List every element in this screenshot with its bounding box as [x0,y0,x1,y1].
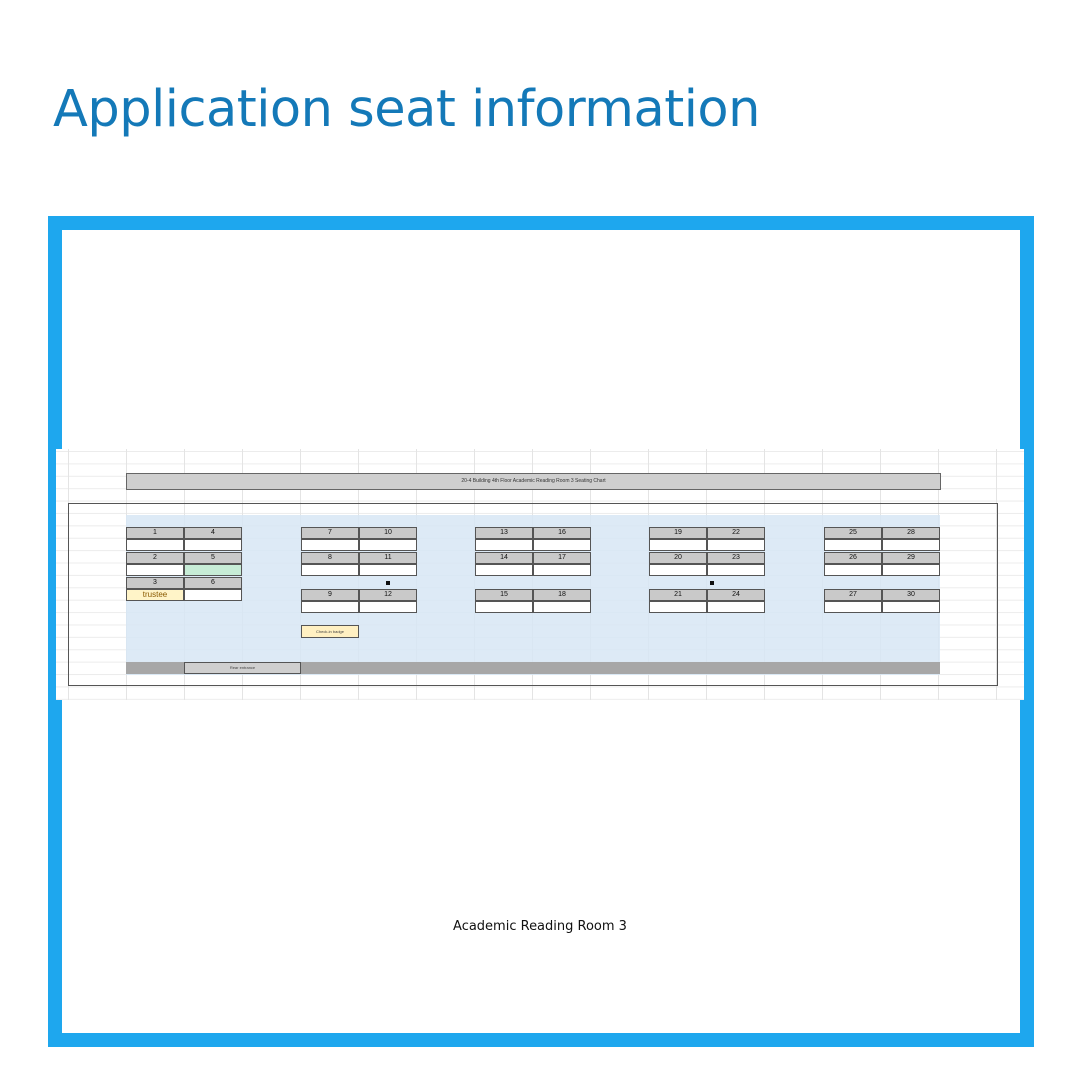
seat-1[interactable] [126,539,184,551]
seat-24[interactable] [707,601,765,613]
seat-27[interactable] [824,601,882,613]
seat-11[interactable] [359,564,417,576]
seat-number-3: 3 [126,577,184,589]
seat-number-8: 8 [301,552,359,564]
seat-number-29: 29 [882,552,940,564]
seat-13[interactable] [475,539,533,551]
seat-21[interactable] [649,601,707,613]
wall-strip [126,662,940,674]
seat-number-28: 28 [882,527,940,539]
seat-29[interactable] [882,564,940,576]
seat-7[interactable] [301,539,359,551]
seat-18[interactable] [533,601,591,613]
seat-number-22: 22 [707,527,765,539]
seat-number-4: 4 [184,527,242,539]
seat-10[interactable] [359,539,417,551]
seat-number-27: 27 [824,589,882,601]
room-caption[interactable]: Academic Reading Room 3 [453,919,627,934]
seat-15[interactable] [475,601,533,613]
seat-number-15: 15 [475,589,533,601]
room-border [68,503,998,686]
seat-number-12: 12 [359,589,417,601]
seat-30[interactable] [882,601,940,613]
seat-6[interactable] [184,589,242,601]
seat-number-2: 2 [126,552,184,564]
seat-number-30: 30 [882,589,940,601]
seat-number-20: 20 [649,552,707,564]
seat-16[interactable] [533,539,591,551]
seat-14[interactable] [475,564,533,576]
seat-5[interactable] [184,564,242,576]
seat-number-19: 19 [649,527,707,539]
seat-22[interactable] [707,539,765,551]
seat-number-24: 24 [707,589,765,601]
rear-entrance: Rear entrance [184,662,301,674]
seat-number-25: 25 [824,527,882,539]
marker-icon [386,581,390,585]
seat-number-18: 18 [533,589,591,601]
seat-number-5: 5 [184,552,242,564]
seat-number-21: 21 [649,589,707,601]
seat-number-23: 23 [707,552,765,564]
seat-23[interactable] [707,564,765,576]
marker-icon [710,581,714,585]
seat-number-13: 13 [475,527,533,539]
seat-25[interactable] [824,539,882,551]
seat-number-17: 17 [533,552,591,564]
seat-number-7: 7 [301,527,359,539]
seat-number-10: 10 [359,527,417,539]
seat-number-11: 11 [359,552,417,564]
seating-chart-title: 20-4 Building 4th Floor Academic Reading… [126,473,941,490]
seat-number-1: 1 [126,527,184,539]
seat-2[interactable] [126,564,184,576]
page-title: Application seat information [53,80,760,139]
seat-9[interactable] [301,601,359,613]
seat-20[interactable] [649,564,707,576]
seat-28[interactable] [882,539,940,551]
seat-3[interactable]: trustee [126,589,184,601]
seat-12[interactable] [359,601,417,613]
seating-chart-sheet: 20-4 Building 4th Floor Academic Reading… [56,449,1024,700]
checkin-badge: Check-in badge [301,625,359,638]
seat-19[interactable] [649,539,707,551]
seat-4[interactable] [184,539,242,551]
seat-number-26: 26 [824,552,882,564]
seat-8[interactable] [301,564,359,576]
seat-number-14: 14 [475,552,533,564]
seat-17[interactable] [533,564,591,576]
seat-number-6: 6 [184,577,242,589]
seat-number-16: 16 [533,527,591,539]
seat-number-9: 9 [301,589,359,601]
seat-26[interactable] [824,564,882,576]
